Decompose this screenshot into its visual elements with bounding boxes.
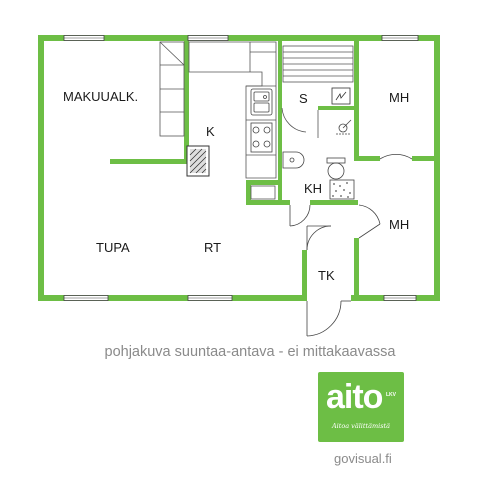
room-label-kh: KH	[304, 181, 322, 196]
fireplace	[186, 145, 210, 177]
sauna-bench	[282, 45, 354, 83]
outer-walls	[38, 35, 440, 301]
washbasin	[282, 151, 305, 169]
sauna-stove	[331, 87, 351, 105]
interior-walls	[110, 41, 434, 301]
room-label-tupa: TUPA	[96, 240, 130, 255]
fridge	[250, 185, 276, 200]
logo-lkv: LKV	[386, 392, 396, 398]
aito-logo: aito LKV Aitoa välittämistä	[318, 372, 404, 442]
toilet	[326, 157, 346, 180]
washing-machine	[329, 179, 355, 200]
room-label-s: S	[299, 91, 308, 106]
room-label-makuualk: MAKUUALK.	[63, 89, 138, 104]
wardrobe	[159, 41, 185, 137]
shower	[336, 119, 352, 135]
room-label-rt: RT	[204, 240, 221, 255]
windows	[63, 35, 419, 301]
room-label-mh1: MH	[389, 90, 409, 105]
kitchen-counter	[188, 41, 277, 179]
doors	[289, 153, 413, 337]
logo-tagline: Aitoa välittämistä	[331, 422, 391, 430]
room-label-tk: TK	[318, 268, 335, 283]
stove	[250, 122, 273, 153]
logo-word: aito	[326, 378, 383, 416]
disclaimer-caption: pohjakuva suuntaa-antava - ei mittakaava…	[104, 344, 396, 360]
credit-link[interactable]: govisual.fi	[334, 451, 392, 466]
kitchen-sink	[250, 88, 273, 116]
room-label-mh2: MH	[389, 217, 409, 232]
room-label-k: K	[206, 124, 215, 139]
